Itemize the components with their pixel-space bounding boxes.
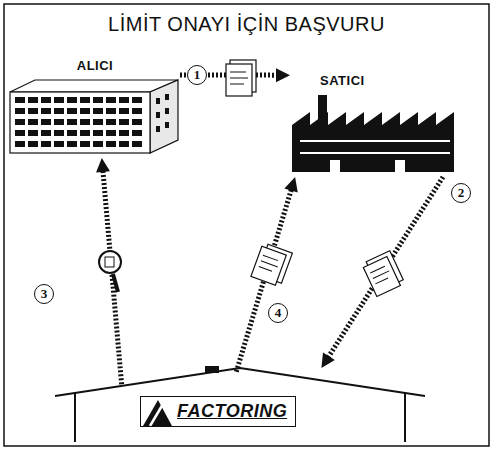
- arrowhead: [284, 177, 297, 192]
- callout-number: 1: [187, 65, 207, 85]
- title: LİMİT ONAYI İÇİN BAŞVURU: [0, 13, 493, 36]
- node-label: SATICI: [320, 73, 365, 88]
- document-icon: [251, 243, 292, 287]
- node-box: SATICI: [290, 72, 460, 177]
- callout-number: 2: [451, 183, 471, 203]
- building-illustration: [10, 80, 178, 153]
- connector-line: [327, 177, 443, 360]
- connector: [236, 177, 297, 372]
- node-box: ALICI: [10, 58, 180, 158]
- house-illustration: [55, 366, 425, 442]
- connector: [321, 177, 443, 368]
- arrowhead: [276, 68, 290, 82]
- frame: [4, 4, 489, 446]
- connector-line: [103, 168, 122, 384]
- factoring-logo-mark: [143, 400, 172, 426]
- node-label: FACTORING: [177, 401, 287, 421]
- document-icon: [362, 251, 405, 297]
- node-label: ALICI: [77, 58, 113, 73]
- arrowhead: [96, 158, 110, 173]
- connector: [96, 158, 122, 384]
- callout-number: 3: [34, 284, 54, 304]
- arrowhead: [321, 352, 334, 368]
- document-icon: [226, 60, 256, 96]
- connector-line: [236, 187, 292, 372]
- callout-number: 4: [268, 303, 288, 323]
- logo-box: FACTORING: [140, 396, 296, 427]
- magnifier-icon: [99, 251, 121, 292]
- factory-illustration: [292, 95, 454, 172]
- node-box: FACTORING: [55, 368, 425, 442]
